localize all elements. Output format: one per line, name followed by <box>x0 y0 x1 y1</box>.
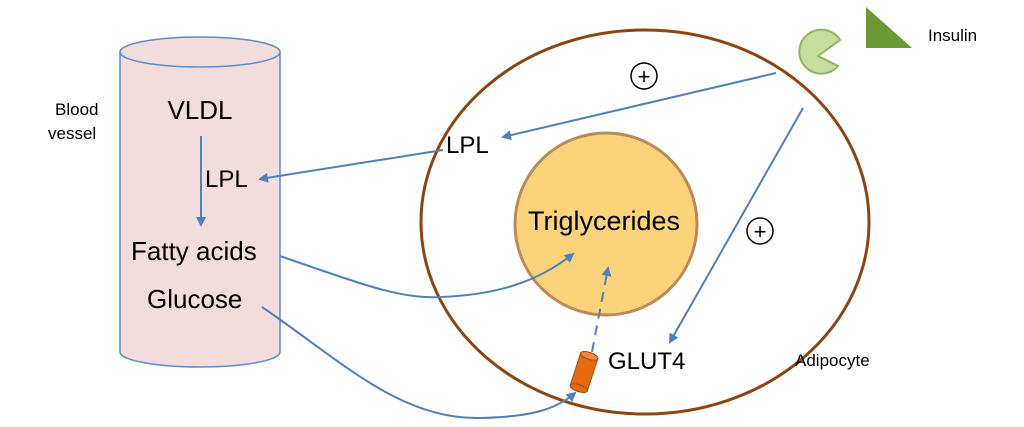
glucose-label: Glucose <box>147 284 242 314</box>
blood-vessel-label-line1: Blood <box>55 100 98 119</box>
blood-vessel-label-line2: vessel <box>48 124 96 143</box>
vldl-label: VLDL <box>167 95 232 125</box>
lpl-cell-label: LPL <box>446 132 489 159</box>
arrow-glut4-to-triglycerides <box>591 266 612 353</box>
plus-circle-right <box>746 217 774 245</box>
plus-sign-top: + <box>638 64 651 89</box>
triglyceride-droplet <box>513 131 699 317</box>
adipocyte-label: Adipocyte <box>795 351 870 370</box>
triglycerides-label: Triglycerides <box>528 206 680 236</box>
insulin-label: Insulin <box>928 26 977 45</box>
insulin-icon <box>866 7 912 48</box>
insulin-receptor-icon <box>798 28 842 75</box>
glut4-transporter-icon <box>569 350 599 394</box>
plus-sign-right: + <box>754 219 767 244</box>
arrow-glucose-to-glut4 <box>261 306 577 420</box>
blood-vessel-top <box>119 36 281 68</box>
arrow-insulin-to-lpl <box>501 72 777 141</box>
lpl-vessel-label: LPL <box>205 166 248 193</box>
arrow-fatty-acids-to-triglycerides <box>279 252 575 299</box>
plus-circle-top <box>630 62 658 90</box>
fatty-acids-label: Fatty acids <box>131 236 257 266</box>
arrow-insulin-to-glut4 <box>669 107 804 344</box>
arrow-lpl-to-vessel <box>258 149 444 183</box>
glut4-label: GLUT4 <box>608 348 685 375</box>
